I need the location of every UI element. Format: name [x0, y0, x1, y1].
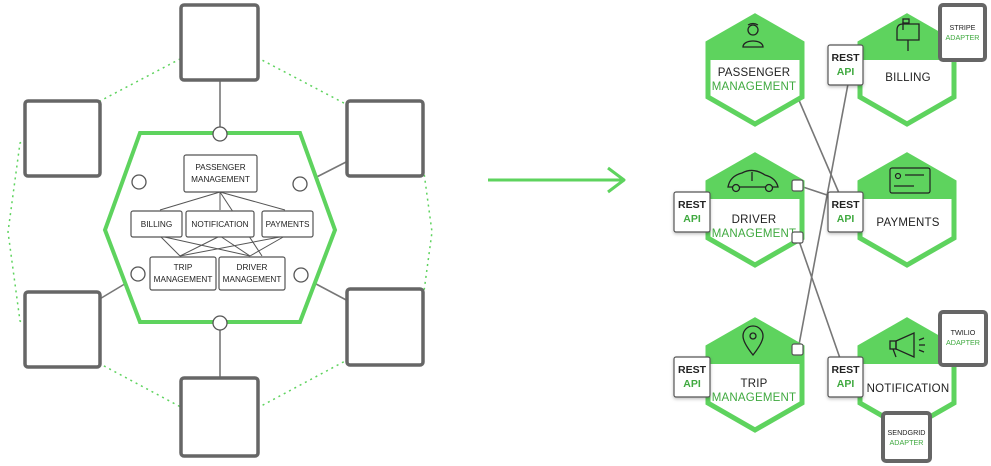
module-label: DRIVER	[237, 263, 268, 272]
microservices-diagram: PASSENGER MANAGEMENT BILLING	[673, 3, 988, 463]
module-trip-management: TRIP MANAGEMENT	[149, 256, 217, 291]
car-icon	[727, 169, 779, 193]
rest-label: REST	[678, 199, 707, 211]
port-square	[791, 231, 804, 244]
rest-api-badge-trip: REST API	[673, 356, 711, 398]
adapter-box	[345, 99, 425, 178]
module-label: MANAGEMENT	[154, 275, 213, 284]
port-circle	[130, 266, 146, 282]
rest-api-badge-notification: REST API	[827, 356, 864, 398]
api-label: API	[837, 66, 855, 78]
service-driver-management: DRIVER MANAGEMENT	[705, 152, 805, 268]
port-circle	[293, 267, 309, 283]
module-label: MANAGEMENT	[223, 275, 282, 284]
person-icon	[742, 22, 764, 48]
service-connections	[791, 83, 849, 365]
api-label: API	[837, 213, 855, 225]
api-label: API	[837, 378, 855, 390]
rest-api-badge-driver: REST API	[673, 191, 711, 233]
module-notification: NOTIFICATION	[185, 210, 255, 238]
outer-dotted-hexagon	[7, 37, 433, 429]
module-billing: BILLING	[130, 210, 183, 238]
adapter-box	[23, 290, 102, 369]
rest-api-badge-payments: REST API	[827, 191, 864, 233]
adapter-box	[179, 376, 260, 458]
adapter-box	[345, 287, 425, 367]
sendgrid-adapter: SENDGRID ADAPTER	[881, 411, 932, 463]
adapter-name: STRIPE	[950, 23, 976, 32]
service-title: NOTIFICATION	[867, 383, 950, 395]
service-passenger-management: PASSENGER MANAGEMENT	[705, 13, 805, 127]
module-label: NOTIFICATION	[191, 220, 248, 229]
api-label: API	[683, 378, 701, 390]
adapter-name: SENDGRID	[888, 428, 926, 437]
service-title: BILLING	[885, 72, 931, 84]
adapter-label: ADAPTER	[946, 338, 980, 347]
credit-card-icon	[889, 167, 931, 194]
adapter-name: TWILIO	[951, 328, 976, 337]
module-label: BILLING	[141, 220, 172, 229]
module-passenger-management: PASSENGER MANAGEMENT	[183, 154, 258, 193]
module-driver-management: DRIVER MANAGEMENT	[218, 256, 286, 291]
port-circle	[212, 126, 228, 142]
module-label: TRIP	[174, 263, 193, 272]
service-title: TRIP	[741, 378, 768, 390]
module-label: PAYMENTS	[266, 220, 310, 229]
module-payments: PAYMENTS	[261, 210, 314, 238]
service-title: PASSENGER	[718, 67, 791, 79]
service-subtitle: MANAGEMENT	[712, 392, 796, 404]
service-title: PAYMENTS	[876, 217, 939, 229]
rest-label: REST	[678, 364, 707, 376]
rest-label: REST	[831, 52, 860, 64]
transition-arrow	[488, 166, 626, 194]
service-subtitle: MANAGEMENT	[712, 228, 796, 240]
adapter-label: ADAPTER	[890, 438, 924, 447]
monolith-diagram: PASSENGER MANAGEMENT BILLING NOTIFICATIO…	[7, 3, 433, 458]
module-label: PASSENGER	[195, 163, 245, 172]
map-pin-icon	[742, 325, 764, 357]
rest-api-badge-billing: REST API	[827, 44, 864, 86]
module-label: MANAGEMENT	[191, 175, 250, 184]
api-label: API	[683, 213, 701, 225]
port-circle	[212, 315, 228, 331]
twilio-adapter: TWILIO ADAPTER	[938, 310, 988, 367]
service-payments: PAYMENTS	[857, 152, 957, 268]
port-circle	[292, 176, 308, 192]
rest-label: REST	[831, 364, 860, 376]
service-trip-management: TRIP MANAGEMENT	[705, 317, 805, 433]
port-square	[791, 343, 804, 356]
mailbox-icon	[896, 18, 920, 51]
rest-label: REST	[831, 199, 860, 211]
adapter-box	[23, 99, 102, 178]
port-circle	[131, 174, 147, 190]
service-subtitle: MANAGEMENT	[712, 81, 796, 93]
service-title: DRIVER	[732, 214, 777, 226]
stripe-adapter: STRIPE ADAPTER	[938, 3, 987, 62]
adapter-label: ADAPTER	[946, 33, 980, 42]
adapter-box	[179, 3, 260, 82]
port-square	[791, 179, 804, 192]
service-billing: BILLING	[857, 13, 957, 127]
megaphone-icon	[889, 331, 925, 359]
